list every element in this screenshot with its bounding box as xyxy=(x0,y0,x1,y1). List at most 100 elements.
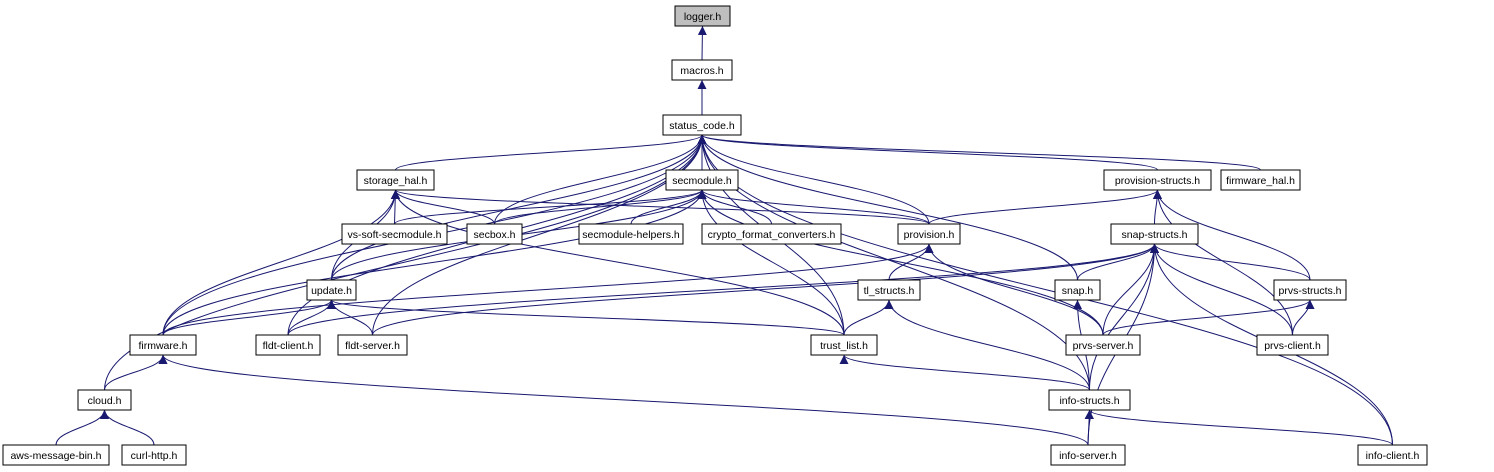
edge-firmware-to-provision xyxy=(162,243,934,336)
edge-firmware-to-storage xyxy=(162,189,400,336)
node-snap[interactable]: snap.h xyxy=(1054,279,1101,301)
node-label: prvs-client.h xyxy=(1264,340,1321,352)
node-box xyxy=(1273,279,1347,301)
node-label: tl_structs.h xyxy=(864,285,915,297)
edge-provision-to-status xyxy=(697,134,930,225)
node-label: snap-structs.h xyxy=(1122,229,1188,241)
node-box xyxy=(1110,223,1199,245)
node-box xyxy=(306,279,357,301)
node-crypto[interactable]: crypto_format_converters.h xyxy=(701,223,842,245)
edge-infostr-to-trust xyxy=(839,354,1090,391)
node-box xyxy=(662,114,742,136)
node-tlstr[interactable]: tl_structs.h xyxy=(857,279,921,301)
node-infoserv[interactable]: info-server.h xyxy=(1050,444,1126,466)
node-label: aws-message-bin.h xyxy=(10,450,101,462)
node-box xyxy=(466,223,523,245)
edge-prvscli-to-provstr xyxy=(1153,189,1293,336)
node-box xyxy=(1220,169,1301,191)
node-label: vs-soft-secmodule.h xyxy=(348,229,442,241)
edge-snapstr-to-provstr xyxy=(1152,189,1162,225)
node-label: provision.h xyxy=(904,229,955,241)
node-fldts[interactable]: fldt-server.h xyxy=(337,334,408,356)
edge-secbox-to-secmod xyxy=(494,189,707,225)
node-label: fldt-client.h xyxy=(263,340,314,352)
node-label: update.h xyxy=(311,285,352,297)
node-trust[interactable]: trust_list.h xyxy=(810,334,878,356)
node-label: cloud.h xyxy=(88,395,122,407)
node-label: info-server.h xyxy=(1059,450,1117,462)
node-label: fldt-server.h xyxy=(345,340,400,352)
node-box xyxy=(2,444,110,466)
edge-fldtc-to-snapstr xyxy=(287,243,1159,336)
node-box xyxy=(121,444,187,466)
edge-prvsserv-to-snapstr xyxy=(1102,243,1159,336)
node-label: crypto_format_converters.h xyxy=(708,229,836,241)
edge-prvscli-to-prvsstr xyxy=(1292,299,1315,336)
node-label: secmodule.h xyxy=(672,175,732,187)
node-box xyxy=(1103,169,1212,191)
node-box xyxy=(341,223,448,245)
node-snapstr[interactable]: snap-structs.h xyxy=(1110,223,1199,245)
node-label: provision-structs.h xyxy=(1115,175,1200,187)
node-label: prvs-structs.h xyxy=(1278,285,1341,297)
node-box xyxy=(810,334,878,356)
edge-aws-to-cloud xyxy=(55,409,109,446)
node-label: info-client.h xyxy=(1366,450,1420,462)
edge-trust-to-update xyxy=(327,299,845,336)
node-secmod[interactable]: secmodule.h xyxy=(665,169,739,191)
node-label: prvs-server.h xyxy=(1073,340,1134,352)
node-box xyxy=(1048,389,1131,411)
node-fwhal[interactable]: firmware_hal.h xyxy=(1220,169,1301,191)
node-box xyxy=(578,223,684,245)
edge-macros-to-logger xyxy=(697,25,707,61)
node-label: secmodule-helpers.h xyxy=(582,229,680,241)
edge-fwhal-to-status xyxy=(697,134,1261,171)
edge-provision-to-secmod xyxy=(697,189,930,225)
nodes-layer: logger.hmacros.hstatus_code.hstorage_hal… xyxy=(2,5,1428,466)
edge-prvscli-to-snapstr xyxy=(1150,243,1293,336)
edge-fldts-to-status xyxy=(372,134,707,336)
edge-infostr-to-status xyxy=(697,134,1090,391)
edge-infocli-to-infostr xyxy=(1085,409,1393,446)
node-prvscli[interactable]: prvs-client.h xyxy=(1256,334,1329,356)
node-infostr[interactable]: info-structs.h xyxy=(1048,389,1131,411)
node-prvsserv[interactable]: prvs-server.h xyxy=(1065,334,1141,356)
edge-provision-to-storage xyxy=(391,189,930,225)
edge-prvsstr-to-snapstr xyxy=(1150,243,1311,281)
edge-prvsserv-to-prvsstr xyxy=(1102,299,1315,336)
edge-infocli-to-status xyxy=(697,134,1393,446)
node-label: info-structs.h xyxy=(1059,395,1119,407)
node-storage[interactable]: storage_hal.h xyxy=(356,169,435,191)
edge-firmware-to-secmod xyxy=(162,189,707,336)
node-box xyxy=(255,334,321,356)
node-aws[interactable]: aws-message-bin.h xyxy=(2,444,110,466)
node-provision[interactable]: provision.h xyxy=(897,223,961,245)
node-infocli[interactable]: info-client.h xyxy=(1357,444,1428,466)
node-label: secbox.h xyxy=(473,229,515,241)
node-macros[interactable]: macros.h xyxy=(671,59,733,81)
edge-prvsstr-to-provstr xyxy=(1153,189,1311,281)
node-firmware[interactable]: firmware.h xyxy=(129,334,197,356)
node-box xyxy=(77,389,132,411)
node-box xyxy=(665,169,739,191)
node-cloud[interactable]: cloud.h xyxy=(77,389,132,411)
node-fldtc[interactable]: fldt-client.h xyxy=(255,334,321,356)
node-label: status_code.h xyxy=(669,120,735,132)
node-box xyxy=(857,279,921,301)
node-label: macros.h xyxy=(680,65,723,77)
node-prvsstr[interactable]: prvs-structs.h xyxy=(1273,279,1347,301)
node-box xyxy=(701,223,842,245)
node-curl[interactable]: curl-http.h xyxy=(121,444,187,466)
node-status[interactable]: status_code.h xyxy=(662,114,742,136)
edge-curl-to-cloud xyxy=(100,409,155,446)
node-box xyxy=(671,59,733,81)
node-vssoft[interactable]: vs-soft-secmodule.h xyxy=(341,223,448,245)
node-label: firmware.h xyxy=(138,340,187,352)
node-label: storage_hal.h xyxy=(364,175,428,187)
node-update[interactable]: update.h xyxy=(306,279,357,301)
node-secmodhelp[interactable]: secmodule-helpers.h xyxy=(578,223,684,245)
node-provstr[interactable]: provision-structs.h xyxy=(1103,169,1212,191)
node-secbox[interactable]: secbox.h xyxy=(466,223,523,245)
edge-infostr-to-snapstr xyxy=(1089,243,1159,391)
